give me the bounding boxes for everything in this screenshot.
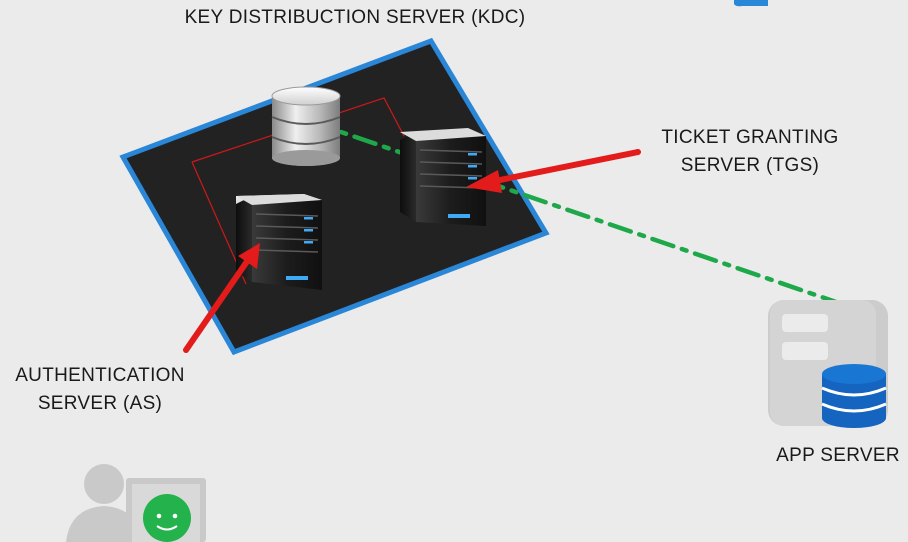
tgs-arrow	[466, 149, 641, 193]
kdc-label-text: KEY DISTRIBUCTION SERVER (KDC)	[184, 7, 526, 28]
dashed-link	[309, 119, 839, 305]
partial-blue-icon	[734, 0, 768, 7]
database-icon	[271, 86, 341, 166]
kdc-platform	[119, 37, 550, 356]
as-label-line1: AUTHENTICATION	[15, 365, 185, 386]
kdc-label: KEY DISTRIBUCTION SERVER (KDC)	[120, 4, 590, 32]
as-label-line2: SERVER (AS)	[37, 392, 163, 414]
app-database-icon	[821, 364, 887, 428]
authentication-server-icon	[236, 194, 322, 290]
ticket-granting-server-icon	[400, 128, 486, 226]
app-server-label: APP SERVER	[768, 442, 908, 470]
user-with-monitor-icon	[66, 464, 206, 542]
tgs-label-line2: SERVER (TGS)	[680, 154, 820, 176]
app-server-label-text: APP SERVER	[776, 445, 900, 466]
app-server-icon	[768, 300, 888, 428]
as-label: AUTHENTICATION SERVER (AS)	[0, 362, 200, 417]
tgs-label-line1: TICKET GRANTING	[661, 127, 839, 148]
tgs-label: TICKET GRANTING SERVER (TGS)	[630, 124, 870, 179]
as-arrow	[183, 243, 260, 353]
